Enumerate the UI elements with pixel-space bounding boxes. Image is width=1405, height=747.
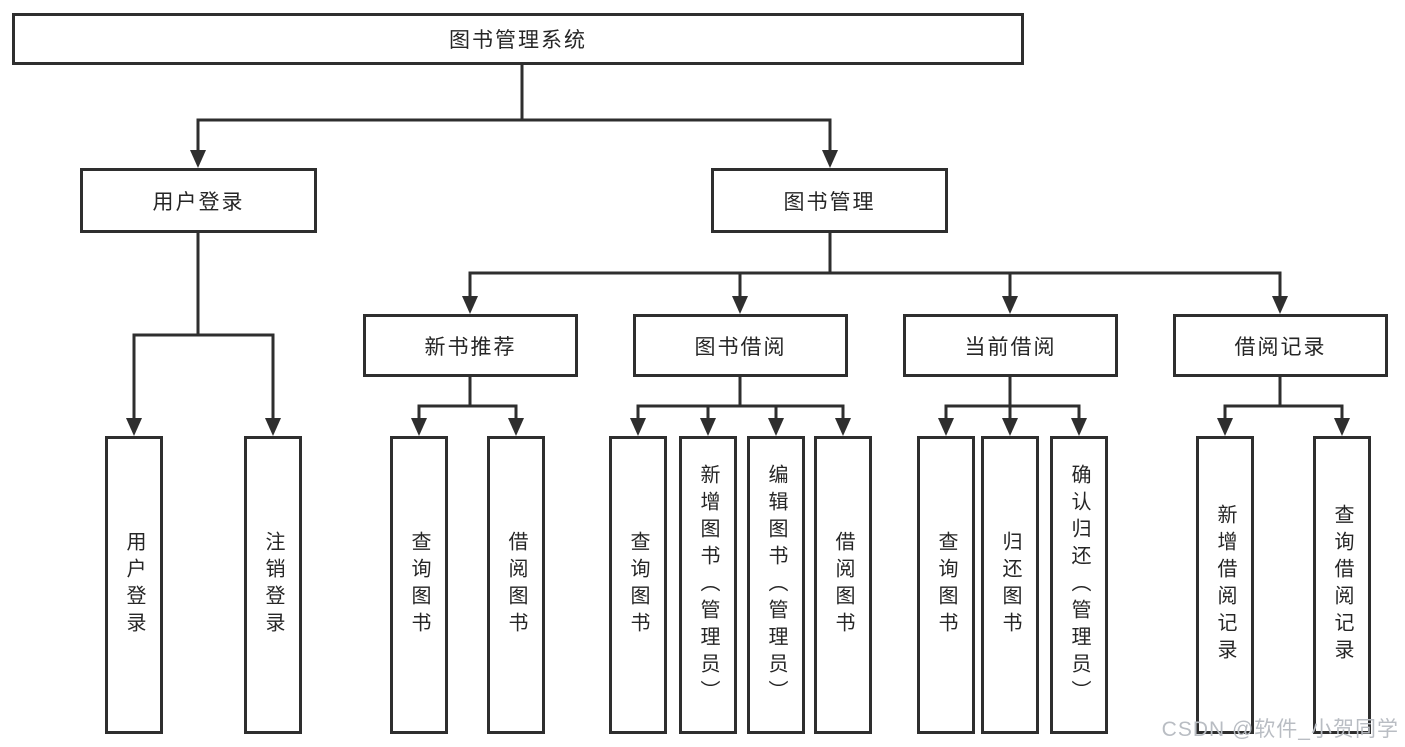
node-query-books-3: 查询图书 — [917, 436, 975, 734]
node-query-books-1: 查询图书 — [390, 436, 448, 734]
node-return-books: 归还图书 — [981, 436, 1039, 734]
node-borrow-books-2: 借阅图书 — [814, 436, 872, 734]
node-query-books-2: 查询图书 — [609, 436, 667, 734]
csdn-watermark: CSDN @软件_小贺同学 — [1161, 718, 1399, 741]
node-borrow-books-1: 借阅图书 — [487, 436, 545, 734]
node-root-title: 图书管理系统 — [12, 13, 1024, 65]
node-add-borrow-record: 新增借阅记录 — [1196, 436, 1254, 734]
node-borrow-records: 借阅记录 — [1173, 314, 1388, 377]
node-add-books-admin: 新增图书（管理员） — [679, 436, 737, 734]
node-current-borrow: 当前借阅 — [903, 314, 1118, 377]
node-edit-books-admin: 编辑图书（管理员） — [747, 436, 805, 734]
node-user-login-leaf: 用户登录 — [105, 436, 163, 734]
node-book-borrow: 图书借阅 — [633, 314, 848, 377]
node-book-management: 图书管理 — [711, 168, 948, 233]
node-query-borrow-record: 查询借阅记录 — [1313, 436, 1371, 734]
node-new-book-recommend: 新书推荐 — [363, 314, 578, 377]
node-user-login: 用户登录 — [80, 168, 317, 233]
node-confirm-return-admin: 确认归还（管理员） — [1050, 436, 1108, 734]
node-logout: 注销登录 — [244, 436, 302, 734]
